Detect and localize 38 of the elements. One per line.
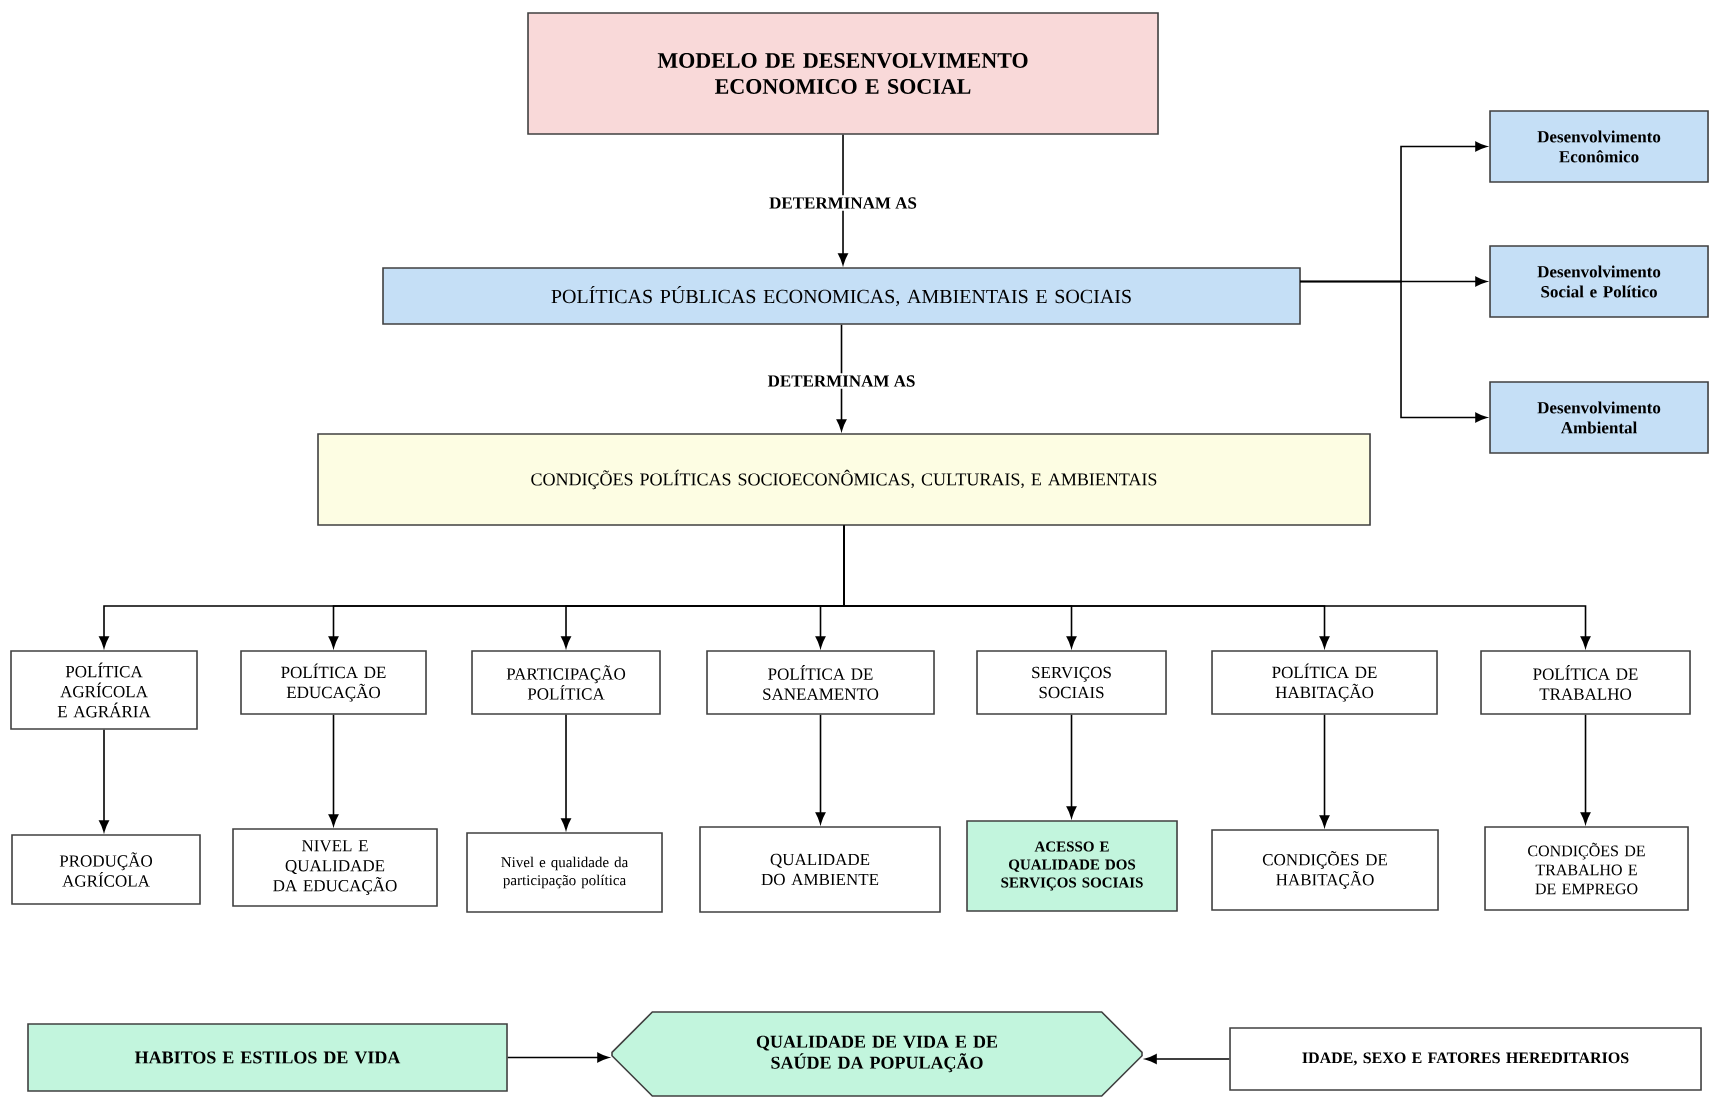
arrow bbox=[838, 134, 848, 265]
process-box: CONDIÇÕES DE HABITAÇÃO bbox=[1211, 829, 1439, 911]
process-box: SERVIÇOS SOCIAIS bbox=[976, 650, 1167, 715]
octagon-box: QUALIDADE DE VIDA E DE SAÚDE DA POPULAÇÃO bbox=[611, 1011, 1143, 1097]
arrow bbox=[1066, 714, 1077, 818]
process-box: MODELO DE DESENVOLVIMENTO ECONOMICO E SOCIAL bbox=[527, 12, 1159, 135]
process-box: Desenvolvimento Ambiental bbox=[1489, 381, 1709, 454]
arrow bbox=[836, 324, 847, 431]
arrow bbox=[507, 1052, 609, 1063]
process-box: QUALIDADE DO AMBIENTE bbox=[699, 826, 941, 913]
arrow bbox=[99, 729, 109, 832]
process-box: POLÍTICA DE HABITAÇÃO bbox=[1211, 650, 1438, 715]
process-box: POLÍTICA DE TRABALHO bbox=[1480, 650, 1691, 715]
arrow bbox=[328, 714, 339, 826]
arrow bbox=[1319, 714, 1330, 827]
process-box: Desenvolvimento Social e Político bbox=[1489, 245, 1709, 318]
process-box: Desenvolvimento Econômico bbox=[1489, 110, 1709, 183]
process-box: ACESSO E QUALIDADE DOS SERVIÇOS SOCIAIS bbox=[966, 820, 1178, 912]
process-box: CONDIÇÕES POLÍTICAS SOCIOECONÔMICAS, CULTURAIS, E AMBIENTAIS bbox=[317, 433, 1371, 526]
edge-label: DETERMINAM AS bbox=[767, 195, 919, 211]
process-box: HABITOS E ESTILOS DE VIDA bbox=[27, 1023, 508, 1092]
process-box: NIVEL E QUALIDADE DA EDUCAÇÃO bbox=[232, 828, 438, 907]
arrow bbox=[1145, 1054, 1230, 1064]
process-box: IDADE, SEXO E FATORES HEREDITARIOS bbox=[1229, 1027, 1702, 1091]
process-box: Nivel e qualidade da participação política bbox=[466, 832, 663, 913]
process-box: POLÍTICAS PÚBLICAS ECONOMICAS, AMBIENTAIS E SOCIAIS bbox=[382, 267, 1301, 325]
process-box: CONDIÇÕES DE TRABALHO E DE EMPREGO bbox=[1484, 826, 1689, 911]
process-box: POLÍTICA AGRÍCOLA E AGRÁRIA bbox=[10, 650, 198, 730]
process-box: PRODUÇÃO AGRÍCOLA bbox=[11, 834, 201, 905]
edge-label: DETERMINAM AS bbox=[765, 373, 918, 389]
process-box: PARTICIPAÇÃO POLÍTICA bbox=[471, 650, 661, 715]
arrow bbox=[1580, 714, 1591, 824]
process-box: POLÍTICA DE SANEAMENTO bbox=[706, 650, 935, 715]
arrow bbox=[1299, 280, 1487, 423]
arrow bbox=[843, 525, 1591, 648]
arrow bbox=[815, 714, 826, 824]
process-box: POLÍTICA DE EDUCAÇÃO bbox=[240, 650, 427, 715]
arrow bbox=[561, 714, 571, 830]
